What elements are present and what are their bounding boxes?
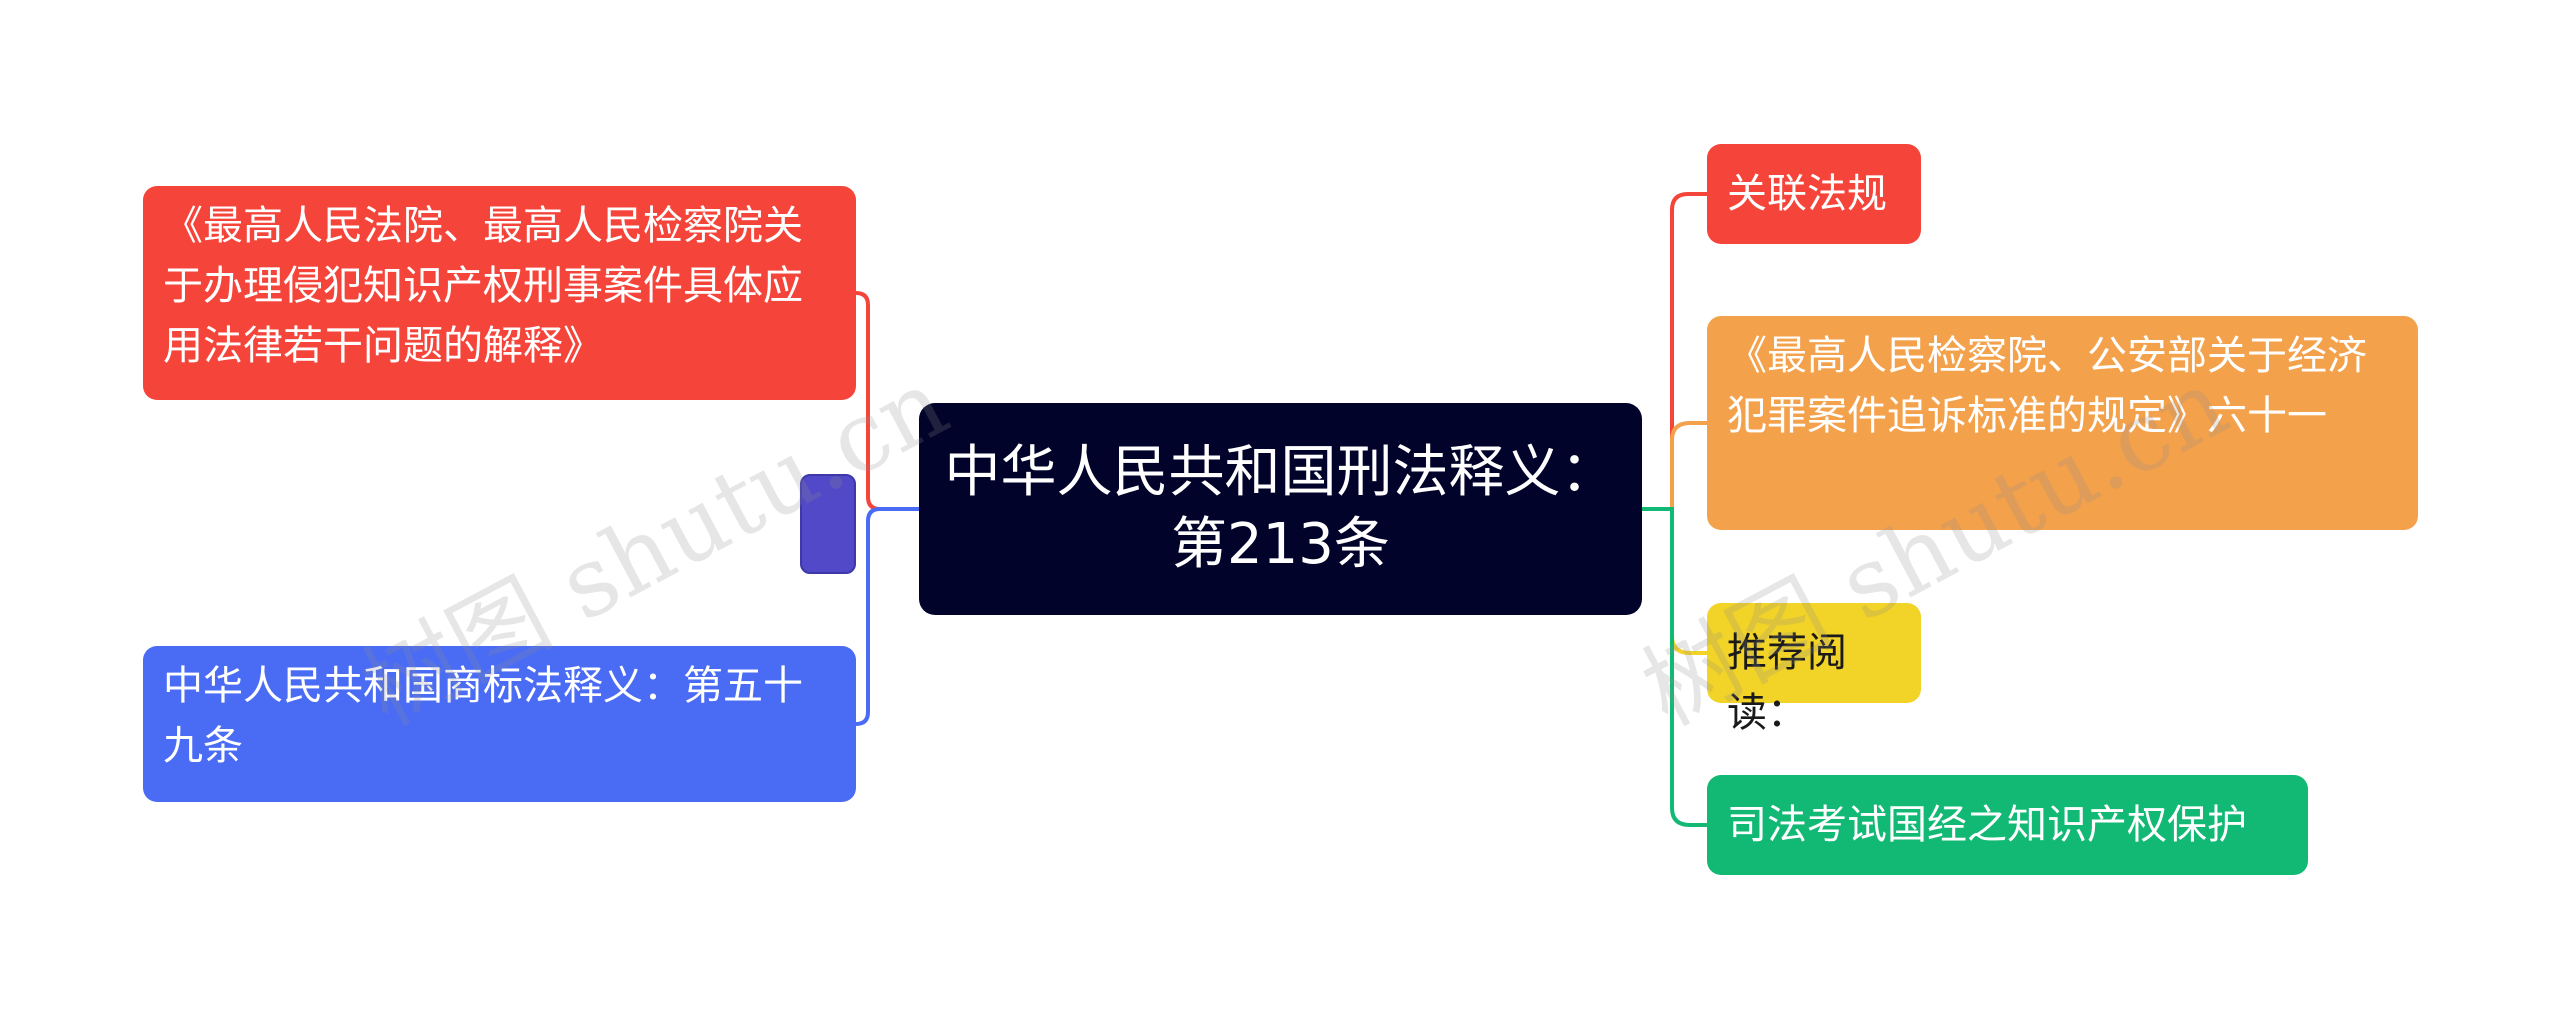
right-node-3-text: 推荐阅读： — [1727, 630, 1847, 736]
connector-right-3 — [1642, 507, 1707, 655]
right-node-4-text: 司法考试国经之知识产权保护 — [1727, 802, 2247, 848]
connector-left-1 — [855, 291, 919, 511]
connector-right-2 — [1642, 421, 1707, 511]
right-node-1[interactable]: 关联法规 — [1707, 144, 1921, 244]
right-node-1-text: 关联法规 — [1727, 171, 1887, 217]
root-node-text: 中华人民共和国刑法释义：第213条 — [944, 440, 1617, 577]
connector-left-2 — [855, 507, 919, 726]
right-node-4[interactable]: 司法考试国经之知识产权保护 — [1707, 775, 2308, 875]
left-node-2-text: 中华人民共和国商标法释义：第五十九条 — [163, 663, 803, 769]
collapse-toggle-button[interactable] — [800, 474, 856, 574]
root-node[interactable]: 中华人民共和国刑法释义：第213条 — [919, 403, 1642, 615]
right-node-2[interactable]: 《最高人民检察院、公安部关于经济犯罪案件追诉标准的规定》六十一 — [1707, 316, 2418, 530]
left-node-2[interactable]: 中华人民共和国商标法释义：第五十九条 — [143, 646, 856, 802]
right-node-2-text: 《最高人民检察院、公安部关于经济犯罪案件追诉标准的规定》六十一 — [1727, 333, 2367, 439]
left-node-1[interactable]: 《最高人民法院、最高人民检察院关于办理侵犯知识产权刑事案件具体应用法律若干问题的… — [143, 186, 856, 400]
left-node-1-text: 《最高人民法院、最高人民检察院关于办理侵犯知识产权刑事案件具体应用法律若干问题的… — [163, 203, 803, 369]
connector-right-1 — [1642, 192, 1707, 511]
connector-right-4 — [1642, 507, 1707, 827]
right-node-3[interactable]: 推荐阅读： — [1707, 603, 1921, 736]
